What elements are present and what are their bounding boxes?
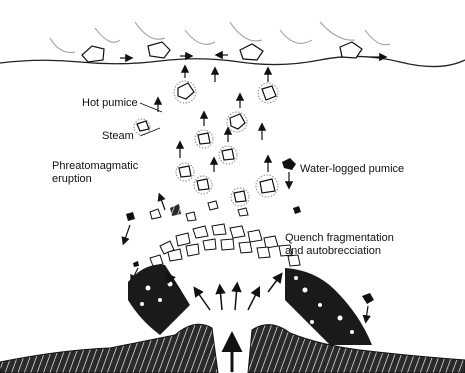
water-surface (0, 22, 465, 67)
label-quench-line2: and autobrecciation (285, 245, 394, 258)
label-phreatomagmatic-line1: Phreatomagmatic (52, 160, 138, 173)
label-leaders (140, 103, 162, 136)
label-phreatomagmatic-eruption: Phreatomagmatic eruption (52, 160, 138, 186)
label-steam: Steam (102, 130, 134, 143)
label-quench-line1: Quench fragmentation (285, 232, 394, 245)
breccia-dome (118, 201, 380, 345)
label-phreatomagmatic-line2: eruption (52, 173, 138, 186)
label-water-logged-pumice: Water-logged pumice (300, 163, 404, 176)
label-hot-pumice: Hot pumice (82, 97, 138, 110)
label-quench-fragmentation: Quench fragmentation and autobrecciation (285, 232, 394, 258)
hot-pumice-clasts (134, 81, 278, 206)
floating-pumice (82, 42, 362, 62)
